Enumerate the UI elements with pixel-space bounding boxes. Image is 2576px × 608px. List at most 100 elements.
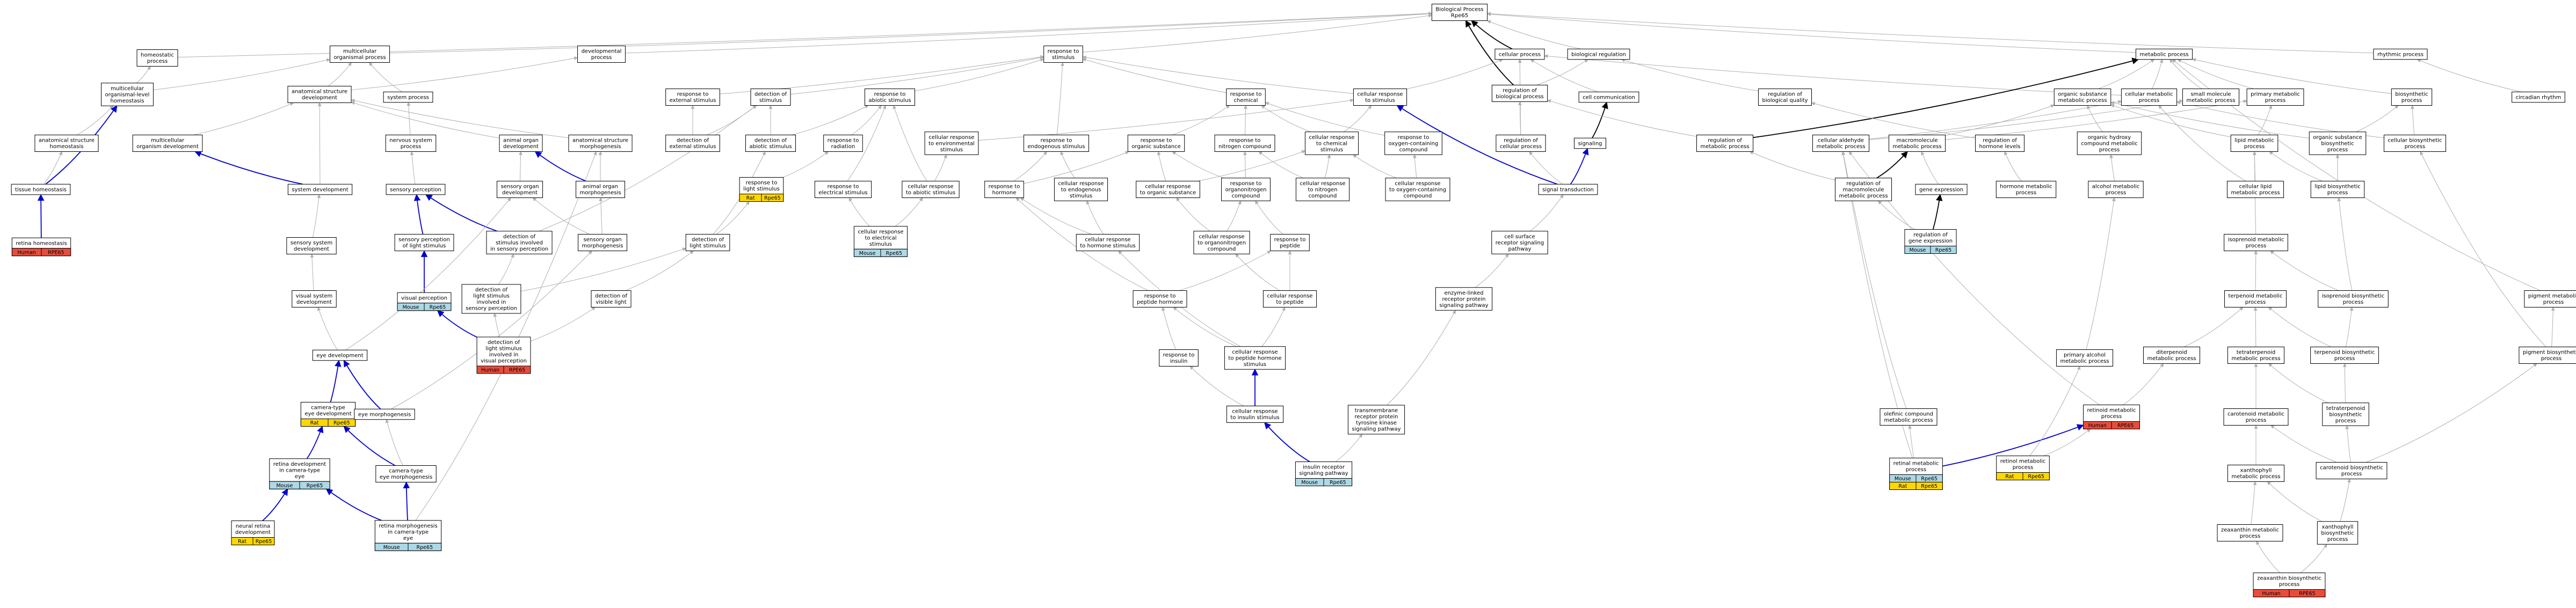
go-term-node[interactable]: gene expression [1915, 184, 1968, 195]
go-term-node[interactable]: signaling [1573, 137, 1607, 149]
go-term-node[interactable]: signal transduction [1538, 184, 1598, 195]
go-term-node[interactable]: cell communication [1578, 91, 1639, 103]
go-term-node[interactable]: tissue homeostasis [11, 184, 71, 195]
go-term-node[interactable]: eye development [312, 349, 368, 361]
go-term-node[interactable]: biological regulation [1567, 48, 1630, 60]
go-term-node[interactable]: eye morphogenesis [354, 408, 415, 420]
go-term-node[interactable]: system process [383, 91, 433, 103]
go-term-node[interactable]: rhythmic process [2373, 48, 2428, 60]
go-term-node[interactable]: cellular process [1494, 48, 1545, 60]
go-term-node[interactable]: circadian rhythm [2512, 91, 2565, 103]
